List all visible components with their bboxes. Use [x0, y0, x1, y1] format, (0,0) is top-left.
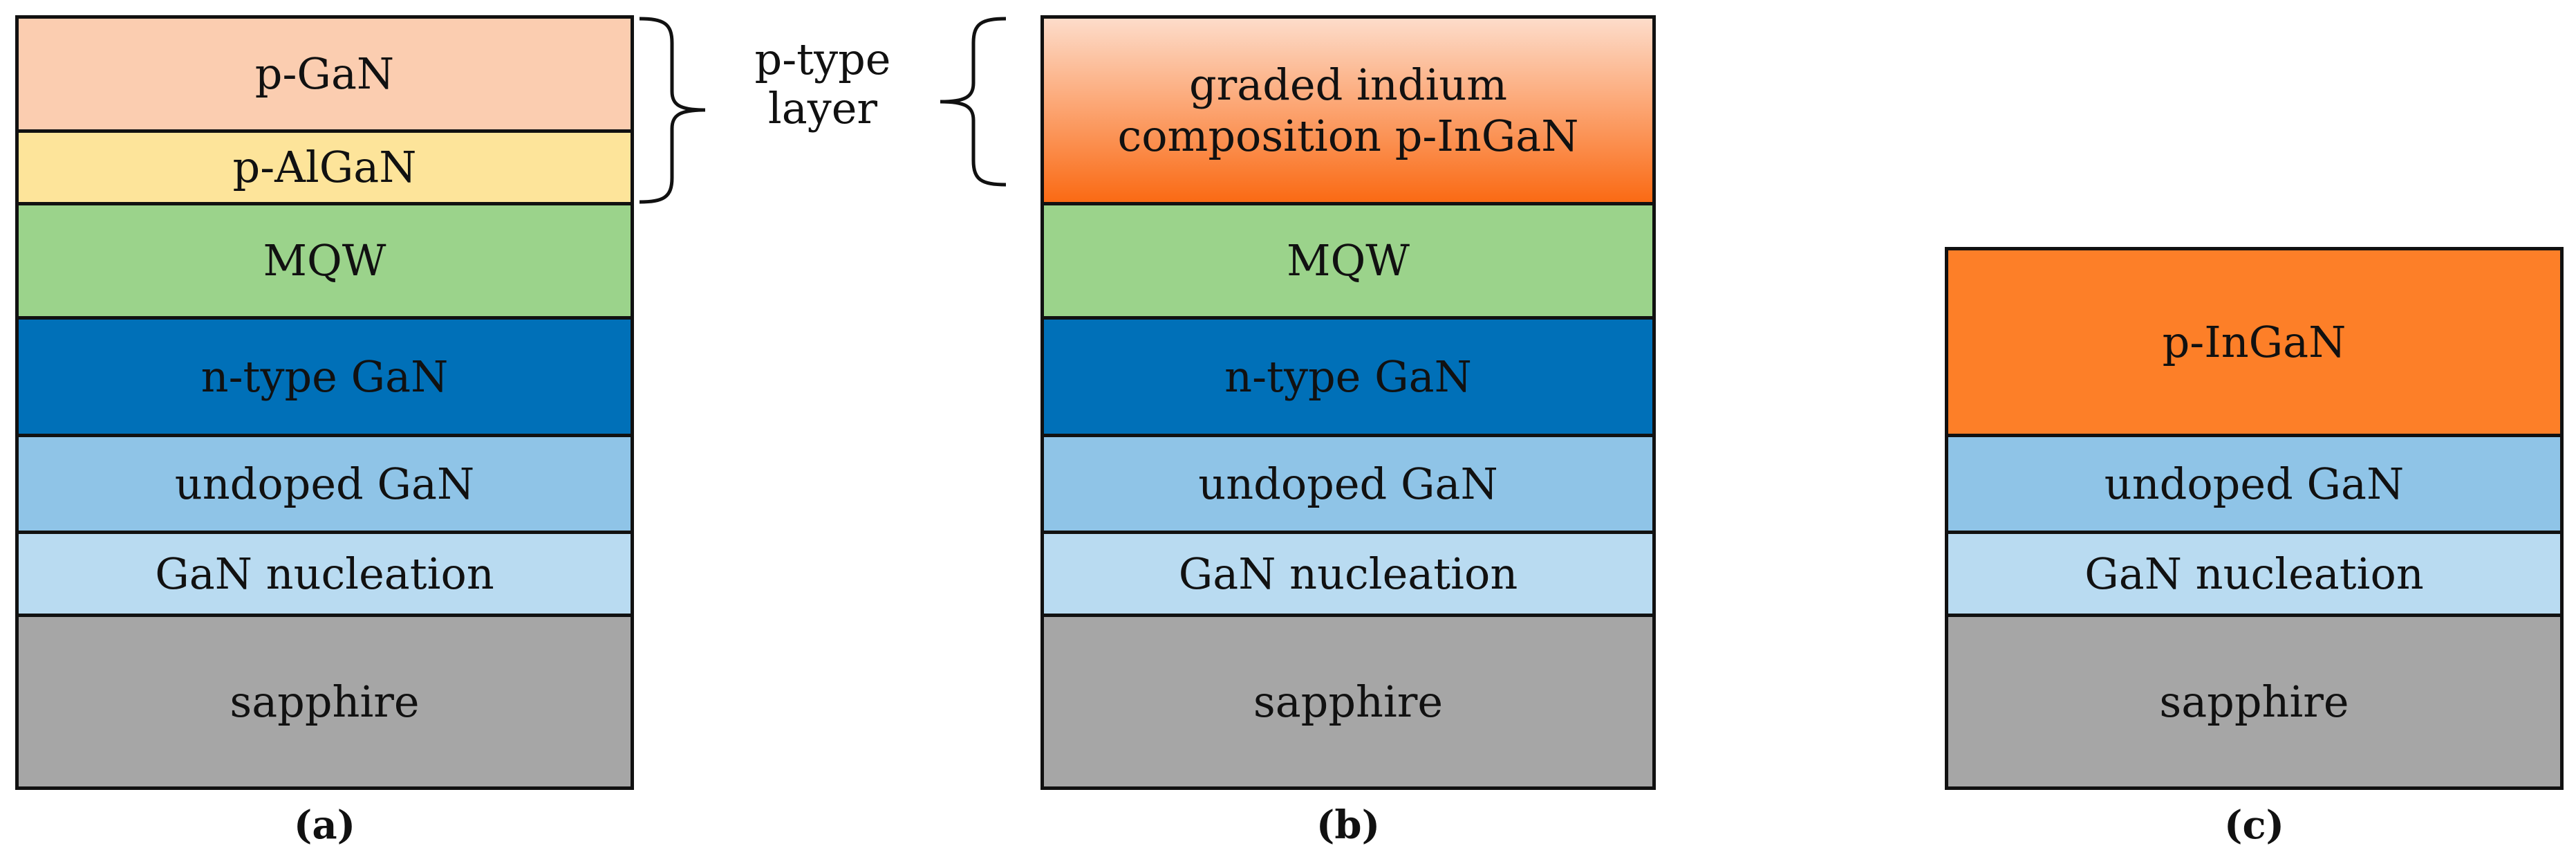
layer-label: n-type GaN — [200, 351, 449, 402]
layer-sapphire: sapphire — [1945, 614, 2564, 790]
layer-label: p-AlGaN — [232, 142, 417, 193]
layer-sapphire: sapphire — [1040, 614, 1656, 790]
layer-n-type-gan: n-type GaN — [15, 316, 634, 437]
layer-mqw: MQW — [15, 202, 634, 320]
layer-label: GaN nucleation — [1178, 548, 1518, 599]
layer-label: n-type GaN — [1224, 351, 1472, 402]
layer-label: sapphire — [230, 676, 420, 727]
caption-b: (b) — [1316, 802, 1381, 848]
layer-sapphire: sapphire — [15, 614, 634, 790]
brace-right-icon — [639, 17, 706, 204]
caption-c: (c) — [2223, 802, 2285, 848]
layer-undoped-gan: undoped GaN — [15, 434, 634, 534]
layer-mqw: MQW — [1040, 202, 1656, 320]
caption-a: (a) — [293, 802, 356, 848]
layer-gan-nucleation: GaN nucleation — [1945, 531, 2564, 617]
layer-p-ingan: p-InGaN — [1945, 247, 2564, 437]
layer-label: GaN nucleation — [2084, 548, 2424, 599]
layer-label: graded indium composition p-InGaN — [1117, 59, 1579, 161]
layer-label: sapphire — [2159, 676, 2349, 727]
layer-gan-nucleation: GaN nucleation — [1040, 531, 1656, 617]
layer-undoped-gan: undoped GaN — [1945, 434, 2564, 534]
layer-label: p-GaN — [254, 48, 395, 100]
layer-undoped-gan: undoped GaN — [1040, 434, 1656, 534]
layer-label: undoped GaN — [174, 458, 475, 509]
layer-n-type-gan: n-type GaN — [1040, 316, 1656, 437]
layer-label: MQW — [263, 235, 386, 286]
structure-a: p-GaN p-AlGaN MQW n-type GaN undoped GaN… — [15, 15, 634, 790]
layer-label: sapphire — [1253, 676, 1444, 727]
structure-c: p-InGaN undoped GaN GaN nucleation sapph… — [1945, 247, 2564, 790]
layer-label: MQW — [1286, 235, 1410, 286]
layer-graded-p-ingan: graded indium composition p-InGaN — [1040, 15, 1656, 205]
layer-label: undoped GaN — [1198, 458, 1498, 509]
layer-gan-nucleation: GaN nucleation — [15, 531, 634, 617]
brace-label-p-type-layer: p-type layer — [754, 34, 891, 134]
brace-left-icon — [940, 17, 1007, 187]
structure-b: graded indium composition p-InGaN MQW n-… — [1040, 15, 1656, 790]
layer-label: GaN nucleation — [155, 548, 494, 599]
layer-p-gan: p-GaN — [15, 15, 634, 133]
layer-label: p-InGaN — [2162, 316, 2346, 367]
layer-p-algan: p-AlGaN — [15, 129, 634, 205]
layer-label: undoped GaN — [2104, 458, 2405, 509]
